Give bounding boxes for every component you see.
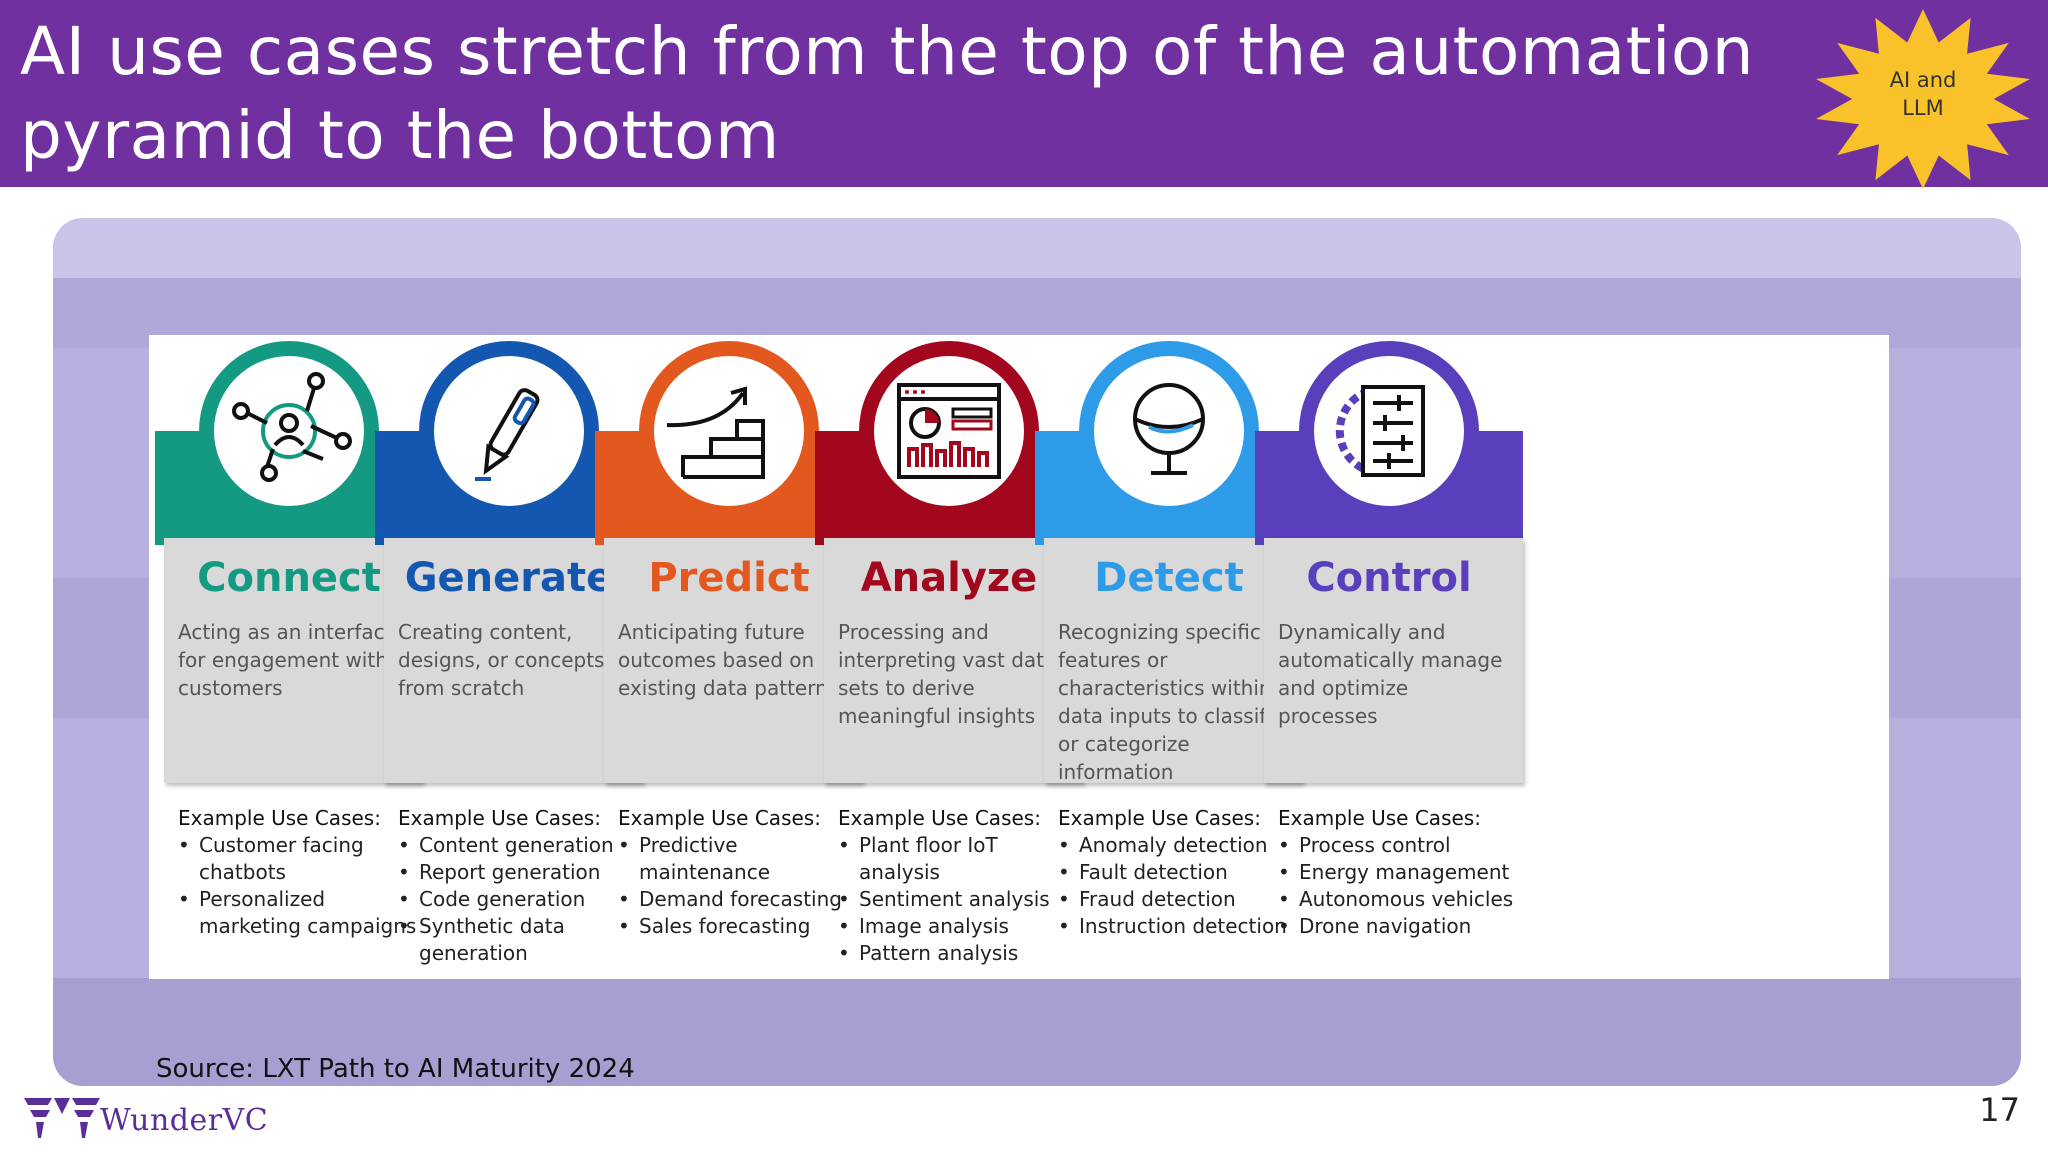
page-number: 17 (1979, 1091, 2020, 1129)
use-case-card-analyze: Analyze Processing and interpreting vast… (815, 335, 1083, 979)
card-description-box (164, 538, 423, 783)
card-description: Anticipating future outcomes based on ex… (618, 620, 839, 700)
card-title: Control (1306, 555, 1472, 601)
use-case-card-detect: Detect Recognizing specific features or … (1035, 335, 1303, 979)
ai-llm-badge: AI and LLM (1810, 8, 2036, 190)
examples-list: Customer facing chatbotsPersonalized mar… (178, 832, 423, 940)
examples-heading: Example Use Cases: (618, 806, 821, 830)
gear-sliders-icon (1335, 385, 1425, 477)
examples-heading: Example Use Cases: (178, 806, 381, 830)
use-case-card-predict: Predict Anticipating future outcomes bas… (595, 335, 863, 979)
example-item: Drone navigation (1278, 913, 1523, 940)
example-item: Report generation (398, 859, 643, 886)
card-header-graphic (155, 341, 423, 545)
example-item: Predictive maintenance (618, 832, 863, 886)
starburst-icon (1816, 9, 2030, 189)
examples-list: Predictive maintenanceDemand forecasting… (618, 832, 863, 940)
card-header-graphic (1255, 341, 1523, 545)
card-title: Generate (404, 555, 614, 601)
example-item: Instruction detection (1058, 913, 1303, 940)
example-item: Fault detection (1058, 859, 1303, 886)
card-title: Analyze (860, 555, 1038, 601)
card-description-box (604, 538, 863, 783)
panel-band-top (53, 218, 2021, 278)
examples-list: Content generationReport generationCode … (398, 832, 643, 967)
examples-list: Process controlEnergy managementAutonomo… (1278, 832, 1523, 940)
examples-heading: Example Use Cases: (1278, 806, 1481, 830)
card-description-box (1264, 538, 1523, 783)
example-item: Autonomous vehicles (1278, 886, 1523, 913)
example-item: Pattern analysis (838, 940, 1083, 967)
sensor-icon (1133, 383, 1205, 475)
example-item: Sentiment analysis (838, 886, 1083, 913)
source-note: Source: LXT Path to AI Maturity 2024 (156, 1054, 635, 1084)
example-item: Personalized marketing campaigns (178, 886, 423, 940)
example-item: Process control (1278, 832, 1523, 859)
example-item: Customer facing chatbots (178, 832, 423, 886)
example-item: Fraud detection (1058, 886, 1303, 913)
use-case-card-connect: Connect Acting as an interface for engag… (155, 335, 423, 979)
card-header-graphic (815, 341, 1083, 545)
pen-icon (475, 388, 540, 481)
card-description: Processing and interpreting vast data se… (838, 620, 1057, 728)
example-item: Demand forecasting (618, 886, 863, 913)
slide-title: AI use cases stretch from the top of the… (20, 13, 1755, 174)
card-description: Recognizing specific features or charact… (1058, 620, 1278, 784)
network-person-icon (232, 372, 352, 482)
panel-band-bottom (53, 978, 2021, 1086)
card-description-box (1044, 538, 1303, 783)
example-item: Synthetic data generation (398, 913, 643, 967)
card-title: Connect (197, 555, 381, 601)
card-description: Acting as an interface for engagement wi… (178, 620, 397, 700)
title-bar: AI use cases stretch from the top of the… (0, 0, 2048, 190)
example-item: Content generation (398, 832, 643, 859)
stairs-arrow-icon (666, 386, 765, 479)
wundervc-logo-icon (24, 1098, 100, 1138)
example-item: Energy management (1278, 859, 1523, 886)
example-item: Anomaly detection (1058, 832, 1303, 859)
use-case-card-generate: Generate Creating content, designs, or c… (375, 335, 643, 979)
badge-line-2: LLM (1902, 96, 1944, 120)
card-header-graphic (1035, 341, 1303, 545)
brand-name: WunderVC (100, 1103, 269, 1138)
dashboard-icon (897, 383, 1001, 479)
examples-heading: Example Use Cases: (398, 806, 601, 830)
card-description-box (384, 538, 643, 783)
example-item: Code generation (398, 886, 643, 913)
card-description: Creating content, designs, or concepts f… (398, 620, 605, 700)
badge-line-1: AI and (1889, 68, 1957, 92)
card-title: Predict (648, 555, 810, 601)
examples-heading: Example Use Cases: (838, 806, 1041, 830)
use-case-infographic: Connect Acting as an interface for engag… (149, 335, 1889, 979)
examples-heading: Example Use Cases: (1058, 806, 1261, 830)
example-item: Image analysis (838, 913, 1083, 940)
examples-list: Anomaly detectionFault detectionFraud de… (1058, 832, 1303, 940)
badge-label: AI and LLM (1810, 66, 2036, 122)
example-item: Plant floor IoT analysis (838, 832, 1083, 886)
card-description-box (824, 538, 1083, 783)
examples-list: Plant floor IoT analysisSentiment analys… (838, 832, 1083, 967)
use-case-card-control: Control Dynamically and automatically ma… (1255, 335, 1523, 979)
card-title: Detect (1094, 555, 1244, 601)
card-description: Dynamically and automatically manage and… (1278, 620, 1503, 728)
example-item: Sales forecasting (618, 913, 863, 940)
card-header-graphic (375, 341, 643, 545)
card-header-graphic (595, 341, 863, 545)
